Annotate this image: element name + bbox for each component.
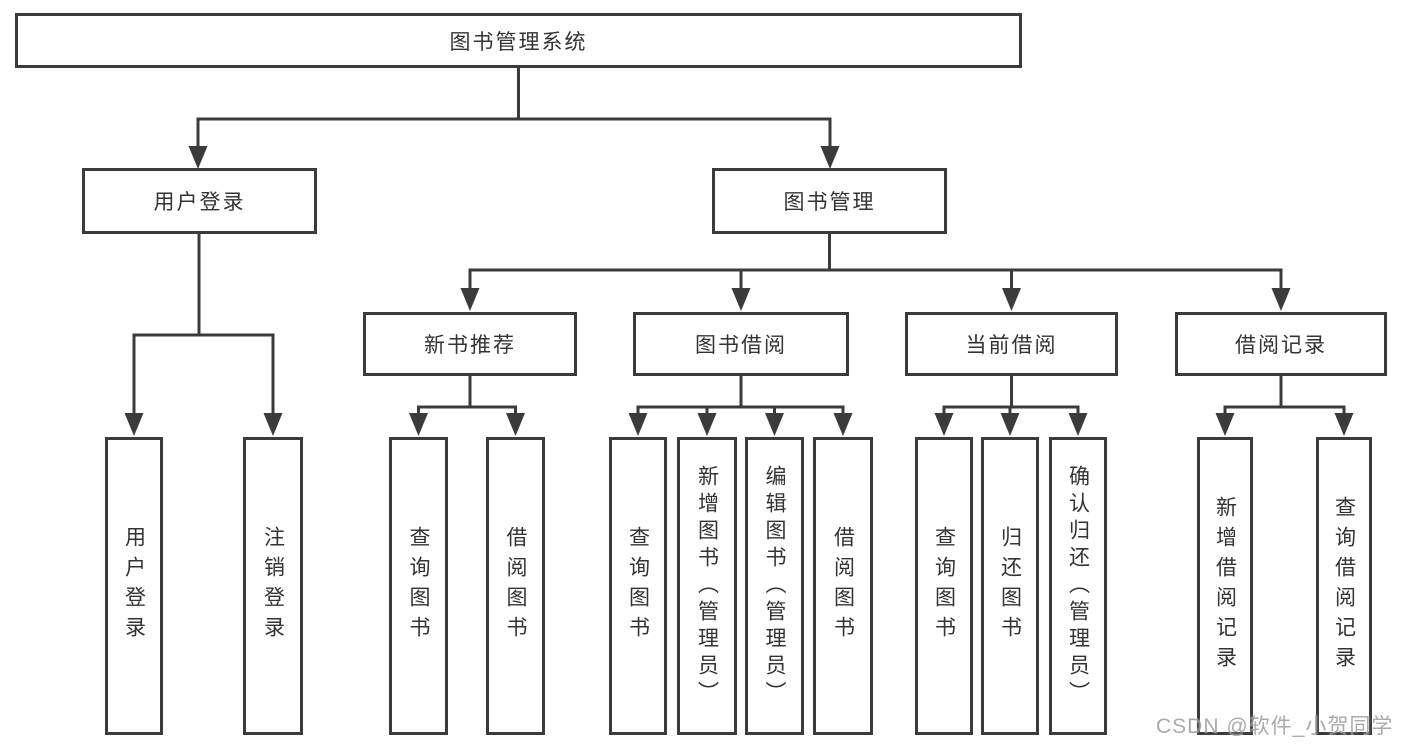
leaf-user-login-label: 用户登录 — [122, 526, 146, 646]
node-borrowing-records: 借阅记录 — [1175, 312, 1387, 376]
leaf-query-books-current: 查询图书 — [915, 437, 973, 735]
leaf-add-borrow-record-label: 新增借阅记录 — [1213, 496, 1237, 676]
arrow-down-icon — [628, 413, 648, 436]
arrow-down-icon — [1215, 413, 1235, 436]
leaf-return-book-label: 归还图书 — [998, 526, 1022, 646]
node-book-borrowing-label: 图书借阅 — [695, 334, 787, 357]
node-current-borrowing: 当前借阅 — [905, 312, 1118, 376]
leaf-borrow-books-recommend-label: 借阅图书 — [504, 526, 527, 646]
arrow-down-icon — [1002, 288, 1021, 311]
leaf-add-borrow-record: 新增借阅记录 — [1197, 437, 1253, 735]
node-user-login: 用户登录 — [82, 168, 317, 234]
arrow-down-icon — [820, 146, 840, 169]
arrow-down-icon — [188, 146, 208, 169]
leaf-confirm-return-admin: 确认归还（管理员） — [1049, 437, 1107, 735]
leaf-edit-book-admin-label: 编辑图书（管理员） — [763, 464, 786, 708]
leaf-add-book-admin-label: 新增图书（管理员） — [695, 464, 719, 708]
arrow-down-icon — [460, 288, 480, 311]
leaf-return-book: 归还图书 — [981, 437, 1039, 735]
arrow-down-icon — [1334, 413, 1354, 436]
leaf-add-book-admin: 新增图书（管理员） — [677, 437, 737, 735]
leaf-borrow-books-borrowing-label: 借阅图书 — [831, 526, 855, 646]
arrow-down-icon — [731, 288, 751, 311]
leaf-query-borrow-record: 查询借阅记录 — [1316, 437, 1372, 735]
leaf-query-books-borrowing: 查询图书 — [609, 437, 667, 735]
arrow-down-icon — [934, 413, 954, 436]
leaf-query-books-current-label: 查询图书 — [932, 526, 956, 646]
arrowheads — [124, 146, 1354, 436]
node-root-label: 图书管理系统 — [449, 30, 588, 54]
leaf-query-books-borrowing-label: 查询图书 — [626, 526, 650, 646]
node-book-management: 图书管理 — [712, 168, 947, 234]
arrow-down-icon — [1271, 288, 1291, 311]
leaf-borrow-books-borrowing: 借阅图书 — [813, 437, 873, 735]
arrow-down-icon — [506, 413, 525, 436]
leaf-query-borrow-record-label: 查询借阅记录 — [1332, 496, 1356, 676]
arrow-down-icon — [1068, 413, 1088, 436]
node-book-borrowing: 图书借阅 — [633, 312, 849, 376]
leaf-logout: 注销登录 — [243, 437, 303, 735]
leaf-confirm-return-admin-label: 确认归还（管理员） — [1066, 464, 1090, 708]
node-user-login-label: 用户登录 — [153, 191, 246, 214]
node-book-management-label: 图书管理 — [783, 191, 876, 214]
arrow-down-icon — [263, 413, 283, 436]
node-current-borrowing-label: 当前借阅 — [965, 334, 1058, 357]
leaf-borrow-books-recommend: 借阅图书 — [486, 437, 545, 735]
node-new-book-recommend-label: 新书推荐 — [424, 334, 516, 357]
leaf-query-books-recommend-label: 查询图书 — [407, 526, 430, 646]
node-borrowing-records-label: 借阅记录 — [1235, 334, 1327, 357]
arrow-down-icon — [124, 413, 144, 436]
arrow-down-icon — [833, 413, 853, 436]
arrow-down-icon — [1000, 413, 1020, 436]
arrow-down-icon — [409, 413, 428, 436]
leaf-user-login: 用户登录 — [105, 437, 163, 735]
leaf-edit-book-admin: 编辑图书（管理员） — [745, 437, 804, 735]
node-root: 图书管理系统 — [15, 13, 1022, 68]
arrow-down-icon — [765, 413, 784, 436]
connector-path — [132, 66, 1346, 414]
leaf-logout-label: 注销登录 — [261, 526, 285, 646]
arrow-down-icon — [697, 413, 717, 436]
watermark: CSDN @软件_小贺同学 — [1156, 715, 1394, 738]
node-new-book-recommend: 新书推荐 — [363, 312, 577, 376]
leaf-query-books-recommend: 查询图书 — [389, 437, 448, 735]
